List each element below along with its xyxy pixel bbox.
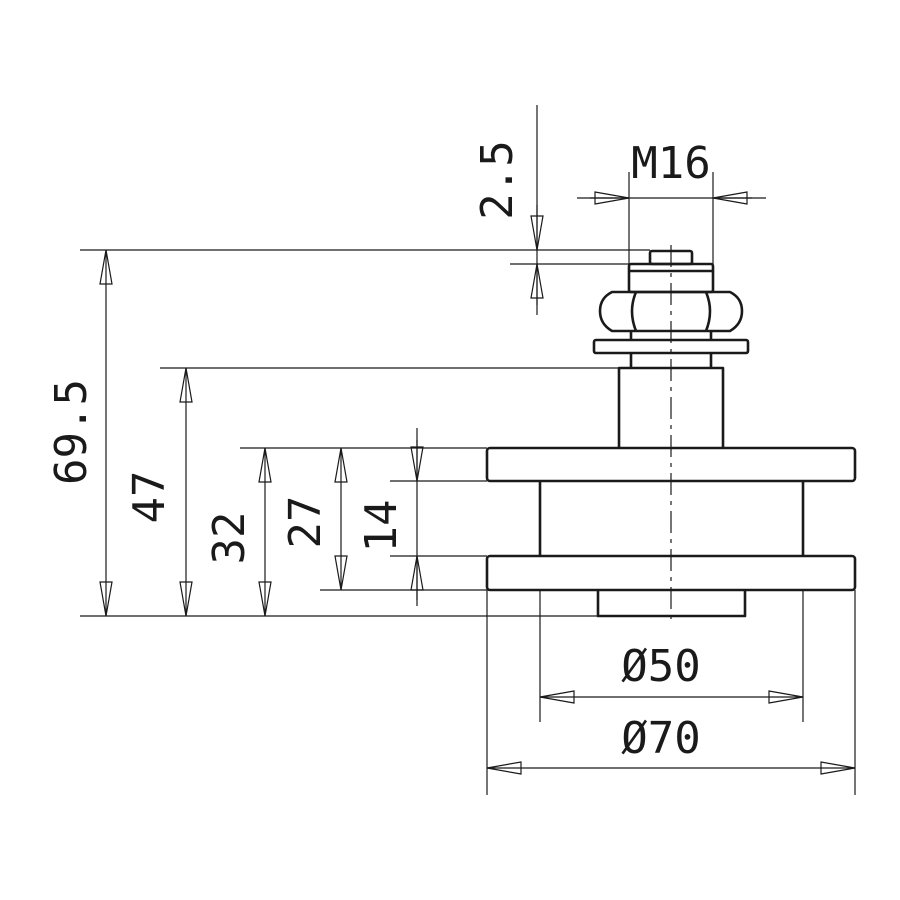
label-spacer-diameter: Ø50 [621, 641, 700, 692]
label-stem-height: 47 [124, 471, 175, 524]
label-thread: M16 [631, 138, 710, 189]
label-disc-diameter: Ø70 [621, 713, 700, 764]
label-disc-top-height: 32 [204, 512, 255, 565]
label-overall-height: 69.5 [46, 379, 97, 485]
hex-nut [598, 290, 744, 333]
label-disc-inner-height: 27 [280, 496, 331, 549]
label-washer-thickness: 2.5 [472, 140, 523, 219]
label-spacer-height: 14 [356, 500, 407, 553]
extension-lines [80, 172, 856, 795]
dimension-labels: 69.5 47 32 27 14 2.5 M16 Ø50 Ø70 [46, 138, 711, 764]
dimension-lines [99, 105, 856, 775]
hex-nut-facet-right [704, 291, 712, 332]
hex-nut-facet-left [630, 291, 638, 332]
